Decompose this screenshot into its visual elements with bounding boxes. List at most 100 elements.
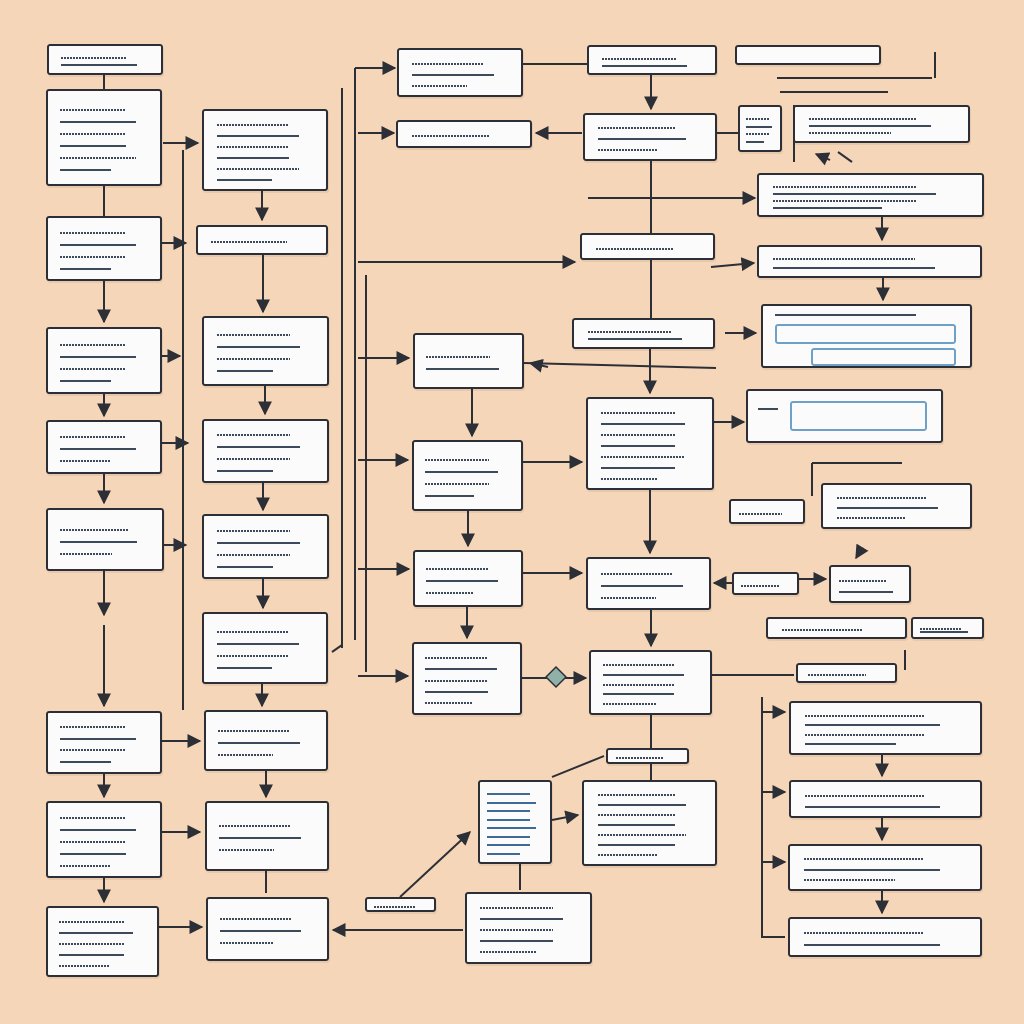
text-line xyxy=(597,834,687,836)
flow-node-c9[interactable] xyxy=(465,892,592,964)
flow-node-b6[interactable] xyxy=(202,612,328,684)
text-line xyxy=(773,192,937,195)
flow-node-a8[interactable] xyxy=(46,906,159,977)
text-line xyxy=(59,552,112,555)
input-field-1[interactable] xyxy=(775,324,956,344)
flow-node-d7[interactable] xyxy=(589,650,712,715)
text-line xyxy=(60,64,137,67)
flow-node-c3[interactable] xyxy=(413,333,524,389)
flow-node-e16[interactable] xyxy=(788,844,982,891)
flow-node-b2[interactable] xyxy=(196,225,328,255)
text-line xyxy=(425,690,489,693)
text-line xyxy=(600,466,675,469)
text-line xyxy=(809,132,891,135)
flow-node-e3[interactable] xyxy=(757,173,984,217)
flow-node-c5[interactable] xyxy=(413,550,523,607)
decision-diamond-icon xyxy=(544,665,568,689)
text-line xyxy=(600,433,675,436)
flow-node-c1[interactable] xyxy=(397,48,523,97)
text-line xyxy=(425,679,489,682)
line-connector xyxy=(523,362,717,369)
flow-node-e15[interactable] xyxy=(789,780,982,818)
flow-node-a6[interactable] xyxy=(46,711,162,774)
flow-node-e1[interactable] xyxy=(738,105,782,152)
flow-node-b8[interactable] xyxy=(205,801,329,871)
flow-node-b4[interactable] xyxy=(202,419,329,483)
flow-node-e9[interactable] xyxy=(732,572,799,595)
text-line xyxy=(425,482,490,485)
flow-node-e12[interactable] xyxy=(911,617,984,639)
flow-node-c8[interactable] xyxy=(365,897,436,912)
flow-node-d8[interactable] xyxy=(606,748,689,764)
flow-node-e6[interactable] xyxy=(746,389,943,443)
flow-node-b5[interactable] xyxy=(202,514,329,579)
flow-node-a0[interactable] xyxy=(47,44,163,75)
flow-node-a4[interactable] xyxy=(46,420,162,474)
text-line xyxy=(837,497,926,499)
text-line xyxy=(782,629,864,631)
flow-node-e8[interactable] xyxy=(821,483,972,529)
flow-node-e4[interactable] xyxy=(757,245,982,278)
text-line xyxy=(805,714,924,717)
flow-node-d3[interactable] xyxy=(580,233,715,260)
text-line xyxy=(59,852,127,855)
flow-node-d9[interactable] xyxy=(582,780,717,866)
flow-node-d4[interactable] xyxy=(572,318,715,349)
flow-node-d5[interactable] xyxy=(586,397,714,490)
flow-node-e14[interactable] xyxy=(789,701,982,755)
text-line xyxy=(487,793,530,796)
flow-node-e13[interactable] xyxy=(796,663,897,683)
flow-node-c2[interactable] xyxy=(396,120,532,148)
flow-node-a3[interactable] xyxy=(46,327,162,394)
text-line xyxy=(616,757,665,759)
flow-node-e17[interactable] xyxy=(788,917,982,957)
flow-node-a2[interactable] xyxy=(46,216,162,281)
text-line xyxy=(59,436,127,438)
text-line xyxy=(426,591,475,594)
flow-node-b1[interactable] xyxy=(202,109,328,191)
flow-node-e7[interactable] xyxy=(729,499,805,524)
text-line xyxy=(487,818,530,821)
text-line xyxy=(804,858,924,861)
text-line xyxy=(59,144,127,147)
text-line xyxy=(216,358,290,360)
flow-node-b7[interactable] xyxy=(204,710,328,771)
text-line xyxy=(588,338,683,341)
text-line xyxy=(487,827,536,830)
flow-node-b3[interactable] xyxy=(202,316,329,386)
flow-node-d1[interactable] xyxy=(587,45,717,75)
flow-node-d6[interactable] xyxy=(586,557,711,610)
flow-node-e2[interactable] xyxy=(793,105,970,143)
input-field[interactable] xyxy=(790,401,927,431)
text-line xyxy=(59,540,138,543)
flow-node-e0[interactable] xyxy=(735,45,881,65)
text-line xyxy=(59,255,127,258)
text-line xyxy=(59,737,136,740)
flow-node-c6[interactable] xyxy=(412,642,522,715)
flow-node-b9[interactable] xyxy=(206,897,329,961)
flow-node-d2[interactable] xyxy=(583,113,717,161)
text-line xyxy=(425,494,474,497)
text-line xyxy=(746,125,773,128)
text-line xyxy=(216,458,290,460)
flow-node-a1[interactable] xyxy=(46,89,162,186)
text-line xyxy=(216,541,300,544)
text-line xyxy=(216,434,290,436)
flow-node-a7[interactable] xyxy=(46,801,162,878)
text-line xyxy=(59,108,127,111)
text-line xyxy=(59,749,127,752)
text-line xyxy=(805,733,924,736)
text-line xyxy=(59,816,127,819)
text-line xyxy=(59,168,111,171)
flow-node-e10[interactable] xyxy=(829,565,911,603)
flow-node-a5[interactable] xyxy=(46,508,164,571)
flow-node-e5[interactable] xyxy=(761,304,972,368)
text-line xyxy=(597,824,676,826)
text-line xyxy=(59,920,125,923)
flow-node-c4[interactable] xyxy=(412,440,523,511)
flow-node-e11[interactable] xyxy=(766,617,907,639)
input-field-2[interactable] xyxy=(811,348,956,366)
flow-node-c7[interactable] xyxy=(478,780,552,864)
text-line xyxy=(600,411,675,414)
text-line xyxy=(59,828,136,831)
